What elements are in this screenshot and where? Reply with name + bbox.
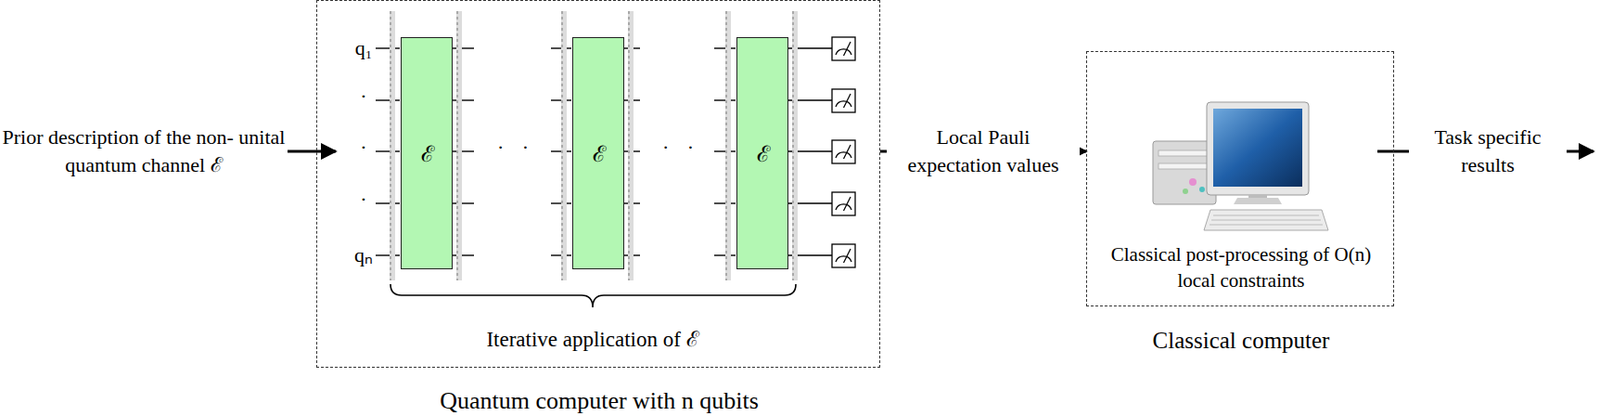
meter-arc — [835, 49, 852, 55]
barrier-line — [390, 11, 392, 281]
qubit-wire — [714, 150, 736, 152]
computer-icon — [1152, 102, 1329, 231]
qubit-wire — [375, 202, 400, 204]
barrier-line — [562, 11, 564, 281]
ellipsis-dot: · — [359, 133, 367, 162]
barrier-strip — [792, 11, 798, 281]
meter-frame — [832, 140, 856, 164]
barrier-line — [726, 11, 728, 281]
qubit-label: qₙ — [354, 241, 373, 269]
barrier-strip — [725, 11, 731, 281]
qubit-wire — [714, 47, 736, 49]
barrier-strip — [389, 11, 396, 281]
channel-box: ℰ — [572, 37, 625, 269]
qubit-wire — [375, 254, 400, 256]
qubit-wire — [451, 254, 474, 256]
meter-frame — [832, 89, 856, 113]
barrier-strip — [627, 11, 634, 281]
channel-box: ℰ — [736, 37, 789, 269]
meter-frame — [832, 243, 856, 268]
box-text: Classical post-processing of O(n) local … — [1101, 241, 1381, 295]
barrier-band — [456, 11, 462, 281]
barrier-band — [725, 11, 731, 281]
meter-needle — [844, 248, 852, 263]
barrier-line — [457, 11, 459, 281]
qubit-wire — [714, 99, 736, 101]
box-caption: Quantum computer with n qubits — [330, 384, 869, 416]
meter-needle — [844, 93, 852, 108]
ellipsis-dots: · · — [662, 133, 694, 162]
meter-frame — [832, 37, 856, 61]
edge-label: Local Pauli expectation values — [886, 123, 1080, 179]
curly-brace — [390, 283, 796, 308]
quantum-computer-box: Quantum computer with n qubitsℰℰℰ — [316, 0, 881, 368]
keyboard-row — [1213, 215, 1319, 217]
barrier-band — [561, 11, 567, 281]
measurement-meter — [832, 37, 856, 61]
channel-symbol: ℰ — [756, 139, 770, 169]
measurement-meters — [832, 37, 856, 268]
qubit-wire — [451, 202, 474, 204]
meter-needle — [844, 41, 852, 56]
meter-needle — [844, 144, 852, 159]
barrier-strip — [561, 11, 567, 281]
box-caption: Classical computer — [1088, 324, 1395, 357]
qubit-wire — [714, 254, 736, 256]
qubit-wire — [714, 202, 736, 204]
measurement-meter — [832, 243, 856, 268]
ellipsis-dot: · — [359, 82, 367, 111]
channel-box: ℰ — [400, 37, 453, 269]
keyboard-row — [1209, 224, 1323, 226]
meter-frame — [832, 192, 856, 216]
meter-arc — [835, 101, 852, 107]
channel-symbol: ℰ — [592, 139, 606, 169]
qubit-wire — [451, 99, 474, 101]
keyboard-row — [1211, 219, 1321, 221]
qubit-wire — [451, 150, 474, 152]
output-description: Task specific results — [1408, 123, 1567, 179]
ellipsis-dots: · · — [497, 133, 529, 162]
meter-needle — [844, 196, 852, 211]
barrier-strip — [456, 11, 462, 281]
qubit-wire — [375, 150, 400, 152]
measurement-meter — [832, 140, 856, 164]
measurement-meter — [832, 89, 856, 113]
meter-arc — [835, 256, 852, 262]
channel-symbol: ℰ — [421, 139, 435, 169]
qubit-wire — [375, 99, 400, 101]
ellipsis-dot: · — [359, 185, 367, 214]
brace-label: Iterative application of ℰ — [486, 324, 699, 354]
meter-arc — [835, 152, 852, 158]
qubit-wire — [451, 47, 474, 49]
barrier-strips — [389, 11, 798, 281]
barrier-line — [793, 11, 794, 281]
classical-computer-box: Classical post-processing of O(n) local … — [1086, 51, 1395, 307]
barrier-band — [389, 11, 396, 281]
barrier-line — [628, 11, 630, 281]
barrier-band — [627, 11, 634, 281]
meter-arc — [835, 204, 852, 210]
measurement-meter — [832, 192, 856, 216]
input-description: Prior description of the non- unital qua… — [0, 123, 288, 179]
barrier-band — [792, 11, 798, 281]
qubit-label: q₁ — [355, 34, 373, 63]
qubit-wire — [375, 47, 400, 49]
